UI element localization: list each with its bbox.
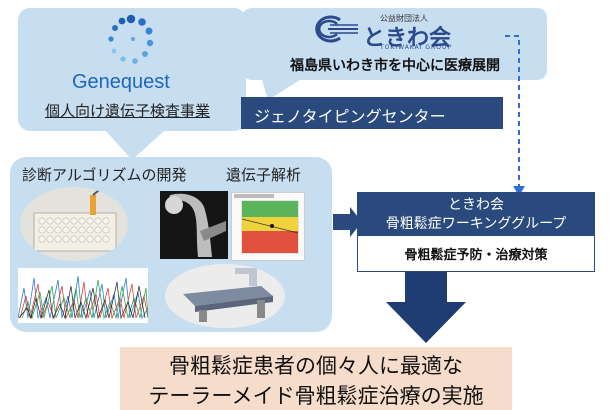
working-group-title-line2: 骨粗鬆症ワーキンググループ	[385, 216, 567, 232]
genequest-logo-text: Genequest	[72, 71, 170, 93]
bone-xray-image	[160, 191, 228, 259]
genequest-business-label: 個人向け遺伝子検査事業	[45, 102, 211, 120]
gene-analysis-label: 遺伝子解析	[226, 166, 302, 184]
big-down-arrow	[386, 270, 466, 343]
working-group-subtitle: 骨粗鬆症予防・治療対策	[404, 248, 548, 263]
bone-density-chart-image	[231, 192, 305, 261]
analysis-to-group-arrow	[333, 207, 362, 237]
dashed-arrow	[505, 35, 520, 188]
tokiwa-name: ときわ会	[363, 26, 452, 51]
working-group-header	[357, 192, 595, 236]
tokiwa-bubble-tail	[262, 80, 300, 100]
goal-line2: テーラーメイド骨粗鬆症治療の実施	[148, 384, 484, 408]
tokiwa-corp-type: 公益財団法人	[380, 14, 428, 23]
lab-plate-photo	[20, 187, 128, 261]
genotyping-center-label: ジェノタイピングセンター	[254, 107, 446, 126]
dxa-scanner-photo	[165, 264, 285, 328]
genequest-bubble	[18, 8, 246, 131]
tokiwa-logo-icon	[315, 15, 358, 43]
genequest-logo-icon	[108, 14, 154, 64]
dashed-arrow-head	[513, 186, 525, 196]
algorithm-label: 診断アルゴリズムの開発	[22, 166, 187, 184]
goal-line1: 骨粗鬆症患者の個々人に最適な	[169, 354, 463, 378]
genotyping-center-box	[241, 97, 503, 129]
working-group-title-line1: ときわ会	[448, 197, 504, 213]
goal-box	[120, 347, 512, 410]
genequest-bubble-tail	[105, 130, 165, 160]
tokiwa-bubble	[242, 8, 547, 80]
dna-chromatogram-image	[18, 268, 148, 323]
tokiwa-roman: TOKIWAKAI GROUP	[380, 44, 452, 51]
tokiwa-tagline: 福島県いわき市を中心に医療展開	[290, 58, 500, 74]
